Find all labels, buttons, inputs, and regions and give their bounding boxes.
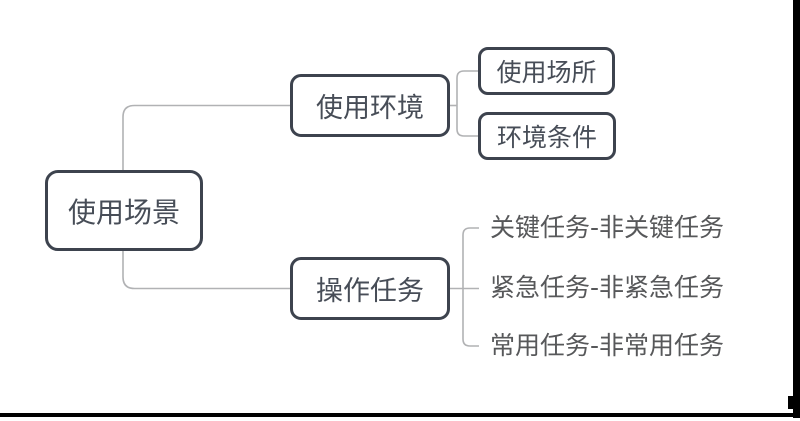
node-usage-place: 使用场所 <box>478 47 615 95</box>
item-common-task: 常用任务-非常用任务 <box>490 333 724 358</box>
node-environment-condition: 环境条件 <box>478 112 616 160</box>
item-common-task-label: 常用任务-非常用任务 <box>490 331 725 360</box>
node-usage-environment-label: 使用环境 <box>316 93 424 124</box>
frame-bottom-edge <box>0 413 800 417</box>
item-key-task: 关键任务-非关键任务 <box>490 215 724 240</box>
node-usage-place-label: 使用场所 <box>496 58 597 87</box>
node-usage-scenario: 使用场景 <box>45 170 203 251</box>
node-environment-condition-label: 环境条件 <box>496 123 597 152</box>
item-key-task-label: 关键任务-非关键任务 <box>490 213 725 242</box>
item-urgent-task: 紧急任务-非紧急任务 <box>490 275 724 300</box>
node-operation-task: 操作任务 <box>290 257 450 320</box>
crop-artifact-mark <box>788 396 794 409</box>
node-operation-task-label: 操作任务 <box>316 276 424 307</box>
node-usage-scenario-label: 使用场景 <box>67 195 180 229</box>
node-usage-environment: 使用环境 <box>290 74 450 137</box>
item-urgent-task-label: 紧急任务-非紧急任务 <box>490 273 725 302</box>
frame-right-edge <box>793 0 800 418</box>
